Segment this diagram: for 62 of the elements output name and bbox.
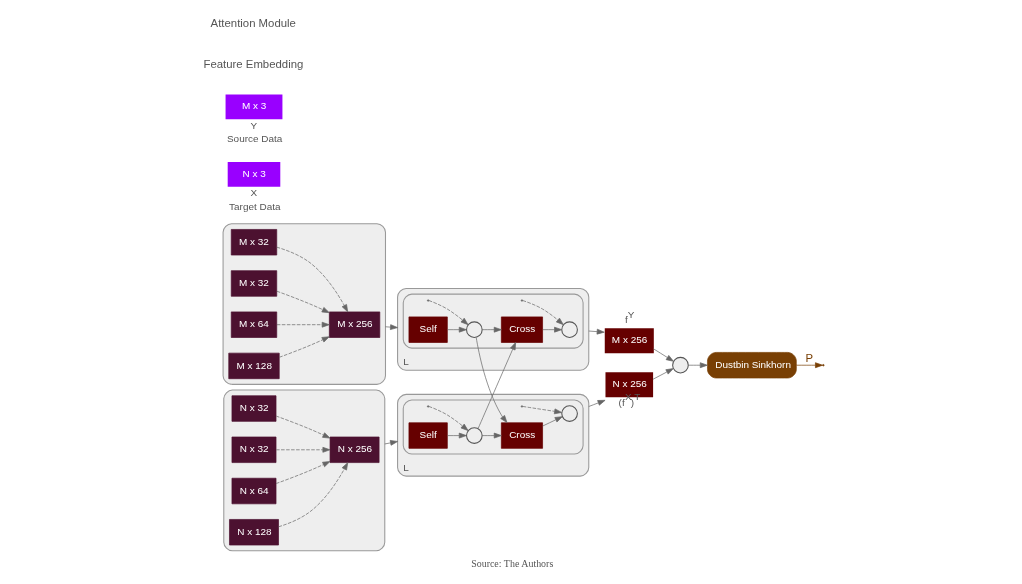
arrow — [278, 462, 349, 528]
node-circle — [466, 427, 483, 444]
arrow — [588, 399, 606, 407]
arrow — [447, 326, 467, 333]
node-box: M x 64 — [230, 311, 278, 338]
arrow — [275, 415, 331, 439]
arrow — [477, 342, 516, 429]
arrow — [428, 406, 469, 431]
arrow — [522, 406, 562, 415]
arrow — [275, 446, 331, 453]
node-box: Cross — [501, 316, 543, 343]
arrow — [385, 324, 398, 330]
node-box: M x 128 — [228, 352, 280, 380]
cluster — [222, 223, 387, 385]
label: Feature Embedding — [203, 57, 304, 70]
arrow — [384, 440, 398, 446]
node-box: N x 128 — [229, 519, 279, 546]
arrow — [481, 326, 502, 333]
node-label: Target Data — [229, 200, 281, 212]
arrow — [279, 336, 330, 358]
arrow — [542, 416, 563, 427]
arrow — [796, 362, 823, 369]
node-label: Y — [250, 119, 258, 131]
arrow — [428, 300, 469, 326]
arrow — [276, 246, 349, 313]
node-box: N x 64 — [231, 477, 277, 505]
node-box: Self — [408, 422, 448, 449]
node-box: N x 32 — [231, 395, 277, 422]
arrow — [522, 300, 564, 325]
node-box: N x 3 — [227, 161, 281, 187]
node-box: Self — [408, 316, 448, 343]
arrow — [276, 290, 330, 313]
arrow — [447, 432, 467, 439]
node-circle — [561, 405, 578, 422]
arrow — [475, 337, 508, 423]
node-label: Source Data — [226, 133, 283, 145]
node-box: M x 3 — [225, 94, 283, 120]
node-box: Cross — [501, 422, 543, 449]
edge-label: P — [805, 351, 814, 364]
arrow — [688, 362, 708, 369]
arrow — [542, 326, 562, 333]
node-circle — [466, 321, 483, 339]
arrow — [275, 461, 331, 484]
caption: Source: The Authors — [471, 558, 554, 570]
node-box: N x 32 — [231, 436, 277, 463]
node-box: M x 32 — [230, 229, 278, 256]
node-box: M x 256 — [329, 311, 381, 338]
arrow — [481, 432, 502, 439]
cluster — [402, 399, 584, 455]
node-circle — [672, 356, 689, 374]
arrow — [653, 348, 674, 362]
arrow — [276, 321, 330, 328]
node-box: M x 32 — [230, 270, 278, 297]
node-box: N x 256 — [329, 436, 380, 463]
arrow — [652, 368, 674, 380]
node-box: Dustbin Sinkhorn — [707, 352, 797, 379]
node-label: X — [250, 187, 258, 199]
arrow — [588, 328, 605, 335]
node-box: M x 256 — [604, 328, 654, 354]
label: Attention Module — [210, 16, 296, 29]
cluster — [223, 389, 386, 552]
node-circle — [561, 321, 578, 339]
